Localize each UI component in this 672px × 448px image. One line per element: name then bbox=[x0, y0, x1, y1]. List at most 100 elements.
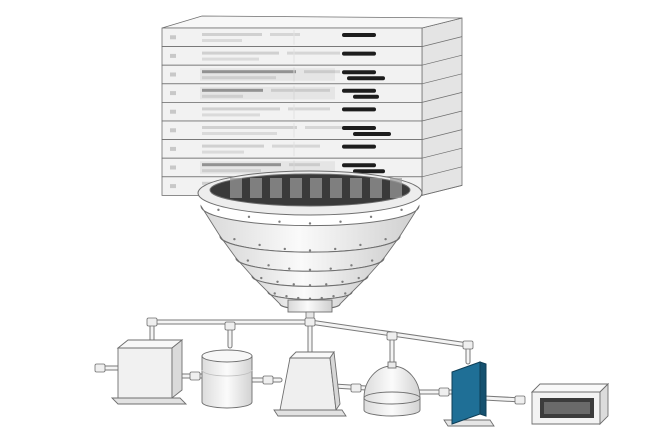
bolt bbox=[233, 237, 236, 241]
bolt bbox=[258, 243, 261, 247]
value-bar bbox=[342, 33, 376, 37]
layer-edge bbox=[421, 54, 463, 66]
value-bar bbox=[347, 76, 385, 81]
text-line bbox=[202, 88, 263, 92]
bolt bbox=[217, 208, 220, 212]
bolt bbox=[341, 280, 344, 283]
text-line bbox=[202, 150, 244, 154]
bolt bbox=[308, 249, 312, 252]
cube-base bbox=[110, 397, 188, 405]
layer-edge bbox=[421, 166, 463, 178]
row-marker bbox=[170, 109, 176, 114]
text-line bbox=[202, 132, 277, 135]
bolt bbox=[260, 276, 263, 280]
text-line bbox=[202, 126, 297, 129]
stack-layer bbox=[161, 120, 463, 141]
bolt bbox=[308, 284, 312, 287]
stack-layer bbox=[161, 46, 463, 66]
funnel-slat bbox=[370, 178, 382, 198]
cylinder-ring bbox=[201, 369, 253, 377]
pipe-network bbox=[94, 317, 526, 405]
cube-side bbox=[171, 339, 183, 399]
dome-band bbox=[363, 391, 421, 405]
bolt bbox=[350, 264, 353, 267]
bolt bbox=[320, 296, 323, 300]
pipe-joint bbox=[386, 331, 398, 341]
pipe-joint bbox=[438, 387, 450, 397]
bolt bbox=[273, 292, 276, 295]
bolt bbox=[339, 220, 342, 223]
stack-side bbox=[421, 17, 463, 196]
funnel-slat bbox=[250, 178, 262, 198]
pipe-joint bbox=[224, 321, 236, 331]
row-marker bbox=[170, 35, 176, 40]
trapezoid-base bbox=[273, 409, 347, 417]
text-line bbox=[287, 51, 340, 55]
pipe-joint bbox=[94, 363, 106, 373]
layer-edge bbox=[421, 36, 463, 47]
bolt bbox=[283, 247, 286, 251]
layer-plate bbox=[161, 102, 423, 122]
row-marker bbox=[170, 53, 176, 58]
row-marker bbox=[170, 128, 176, 133]
text-line bbox=[271, 88, 330, 92]
funnel-slat bbox=[390, 178, 402, 198]
value-bar bbox=[342, 126, 376, 130]
bolt bbox=[288, 267, 291, 270]
bolt bbox=[267, 264, 270, 267]
layer-plate bbox=[161, 139, 423, 159]
bolt bbox=[325, 283, 328, 286]
row-marker bbox=[170, 165, 176, 170]
funnel-slat bbox=[230, 178, 242, 198]
layer-plate bbox=[161, 46, 423, 66]
unit-cylinder bbox=[201, 349, 253, 409]
stack-layer bbox=[161, 27, 463, 48]
unit-trapezoid bbox=[273, 350, 347, 417]
text-line bbox=[202, 113, 260, 117]
funnel-slat bbox=[290, 178, 302, 198]
text-line bbox=[289, 163, 320, 167]
highlight-band bbox=[200, 68, 335, 81]
cube-top bbox=[116, 339, 184, 349]
pipe-joint bbox=[189, 371, 201, 381]
bolt bbox=[278, 220, 281, 223]
layer-edge bbox=[421, 147, 463, 159]
text-line bbox=[202, 33, 262, 36]
stack-layer bbox=[161, 83, 463, 103]
text-line bbox=[305, 126, 370, 129]
filter-face bbox=[451, 361, 481, 425]
text-line bbox=[202, 144, 264, 148]
layer-plate bbox=[161, 120, 423, 141]
bolt bbox=[285, 294, 288, 298]
highlight-band bbox=[200, 86, 335, 100]
text-line bbox=[304, 70, 340, 74]
unit-cube bbox=[110, 339, 188, 405]
pipe-joint bbox=[304, 317, 316, 327]
box-top bbox=[530, 383, 610, 393]
cylinder-top bbox=[201, 349, 253, 363]
value-bar bbox=[353, 94, 379, 99]
funnel bbox=[197, 170, 423, 323]
text-line bbox=[202, 163, 281, 167]
stack-layer bbox=[161, 64, 463, 85]
bolt bbox=[329, 267, 332, 270]
value-bar bbox=[342, 144, 376, 149]
layer-edge bbox=[421, 73, 463, 85]
value-bar bbox=[342, 70, 376, 75]
bolt bbox=[332, 294, 335, 298]
funnel-slat bbox=[350, 178, 362, 198]
unit-output-box bbox=[530, 382, 610, 426]
value-bar bbox=[342, 51, 376, 56]
row-marker bbox=[170, 91, 176, 96]
stack-layer bbox=[161, 102, 463, 122]
dome-inlet bbox=[387, 361, 397, 369]
pipe-joint bbox=[262, 375, 274, 385]
layer-edge bbox=[421, 92, 463, 103]
trapezoid-side bbox=[329, 350, 341, 412]
row-marker bbox=[170, 184, 176, 189]
funnel-slat bbox=[310, 178, 322, 198]
text-line bbox=[272, 144, 320, 148]
row-marker bbox=[170, 72, 176, 77]
layer-edge bbox=[421, 185, 463, 196]
